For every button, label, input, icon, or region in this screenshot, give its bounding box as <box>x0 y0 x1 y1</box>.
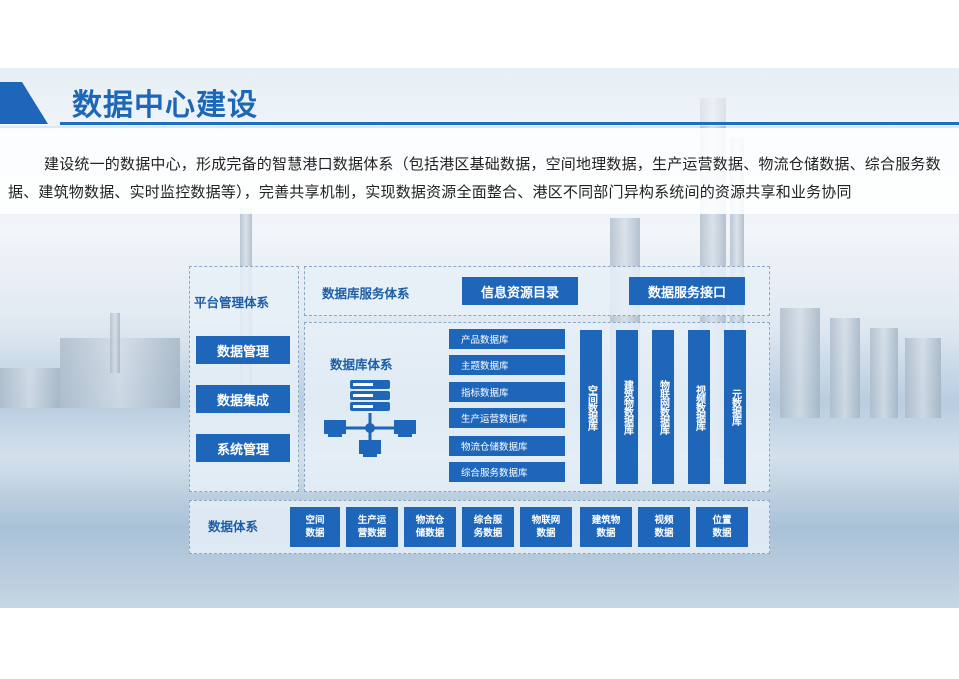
data-cell-service: 综合服 务数据 <box>462 507 514 547</box>
db-row-service: 综合服务数据库 <box>449 462 565 482</box>
bottom-blank <box>0 608 959 679</box>
db-col-spatial: 空间数据库 <box>580 330 602 484</box>
db-col-iot: 物联网数据库 <box>652 330 674 484</box>
db-service-label: 数据库服务体系 <box>322 286 410 301</box>
db-row-logistics: 物流仓储数据库 <box>449 436 565 456</box>
title-strip <box>0 68 959 126</box>
data-cell-spatial: 空间 数据 <box>290 507 340 547</box>
data-cell-logistics: 物流仓 储数据 <box>404 507 456 547</box>
db-col-video: 视频数据库 <box>688 330 710 484</box>
platform-label: 平台管理体系 <box>194 295 270 310</box>
db-row-theme: 主题数据库 <box>449 355 565 375</box>
data-cell-production: 生产运 营数据 <box>346 507 398 547</box>
platform-item-data-integration: 数据集成 <box>196 385 290 413</box>
description-box <box>0 128 959 214</box>
db-system-label: 数据库体系 <box>330 357 393 372</box>
db-service-item-catalog: 信息资源目录 <box>462 277 578 305</box>
page-title: 数据中心建设 <box>72 88 258 123</box>
data-system-label: 数据体系 <box>208 519 259 534</box>
db-row-product: 产品数据库 <box>449 329 565 349</box>
server-network-icon <box>324 380 416 457</box>
title-underline <box>60 122 959 125</box>
data-cell-location: 位置 数据 <box>696 507 748 547</box>
db-service-item-interface: 数据服务接口 <box>629 277 745 305</box>
data-cell-building: 建筑物 数据 <box>580 507 632 547</box>
db-row-indicator: 指标数据库 <box>449 382 565 402</box>
title-tab-shape <box>0 82 48 124</box>
db-row-production: 生产运营数据库 <box>449 408 565 428</box>
db-col-meta: 元数据库 <box>724 330 746 484</box>
platform-item-data-management: 数据管理 <box>196 336 290 364</box>
db-col-building: 建筑物数据库 <box>616 330 638 484</box>
description-text: 建设统一的数据中心，形成完备的智慧港口数据体系（包括港区基础数据，空间地理数据，… <box>8 155 941 201</box>
data-cell-iot: 物联网 数据 <box>520 507 572 547</box>
platform-item-system-management: 系统管理 <box>196 434 290 462</box>
data-cell-video: 视频 数据 <box>638 507 690 547</box>
